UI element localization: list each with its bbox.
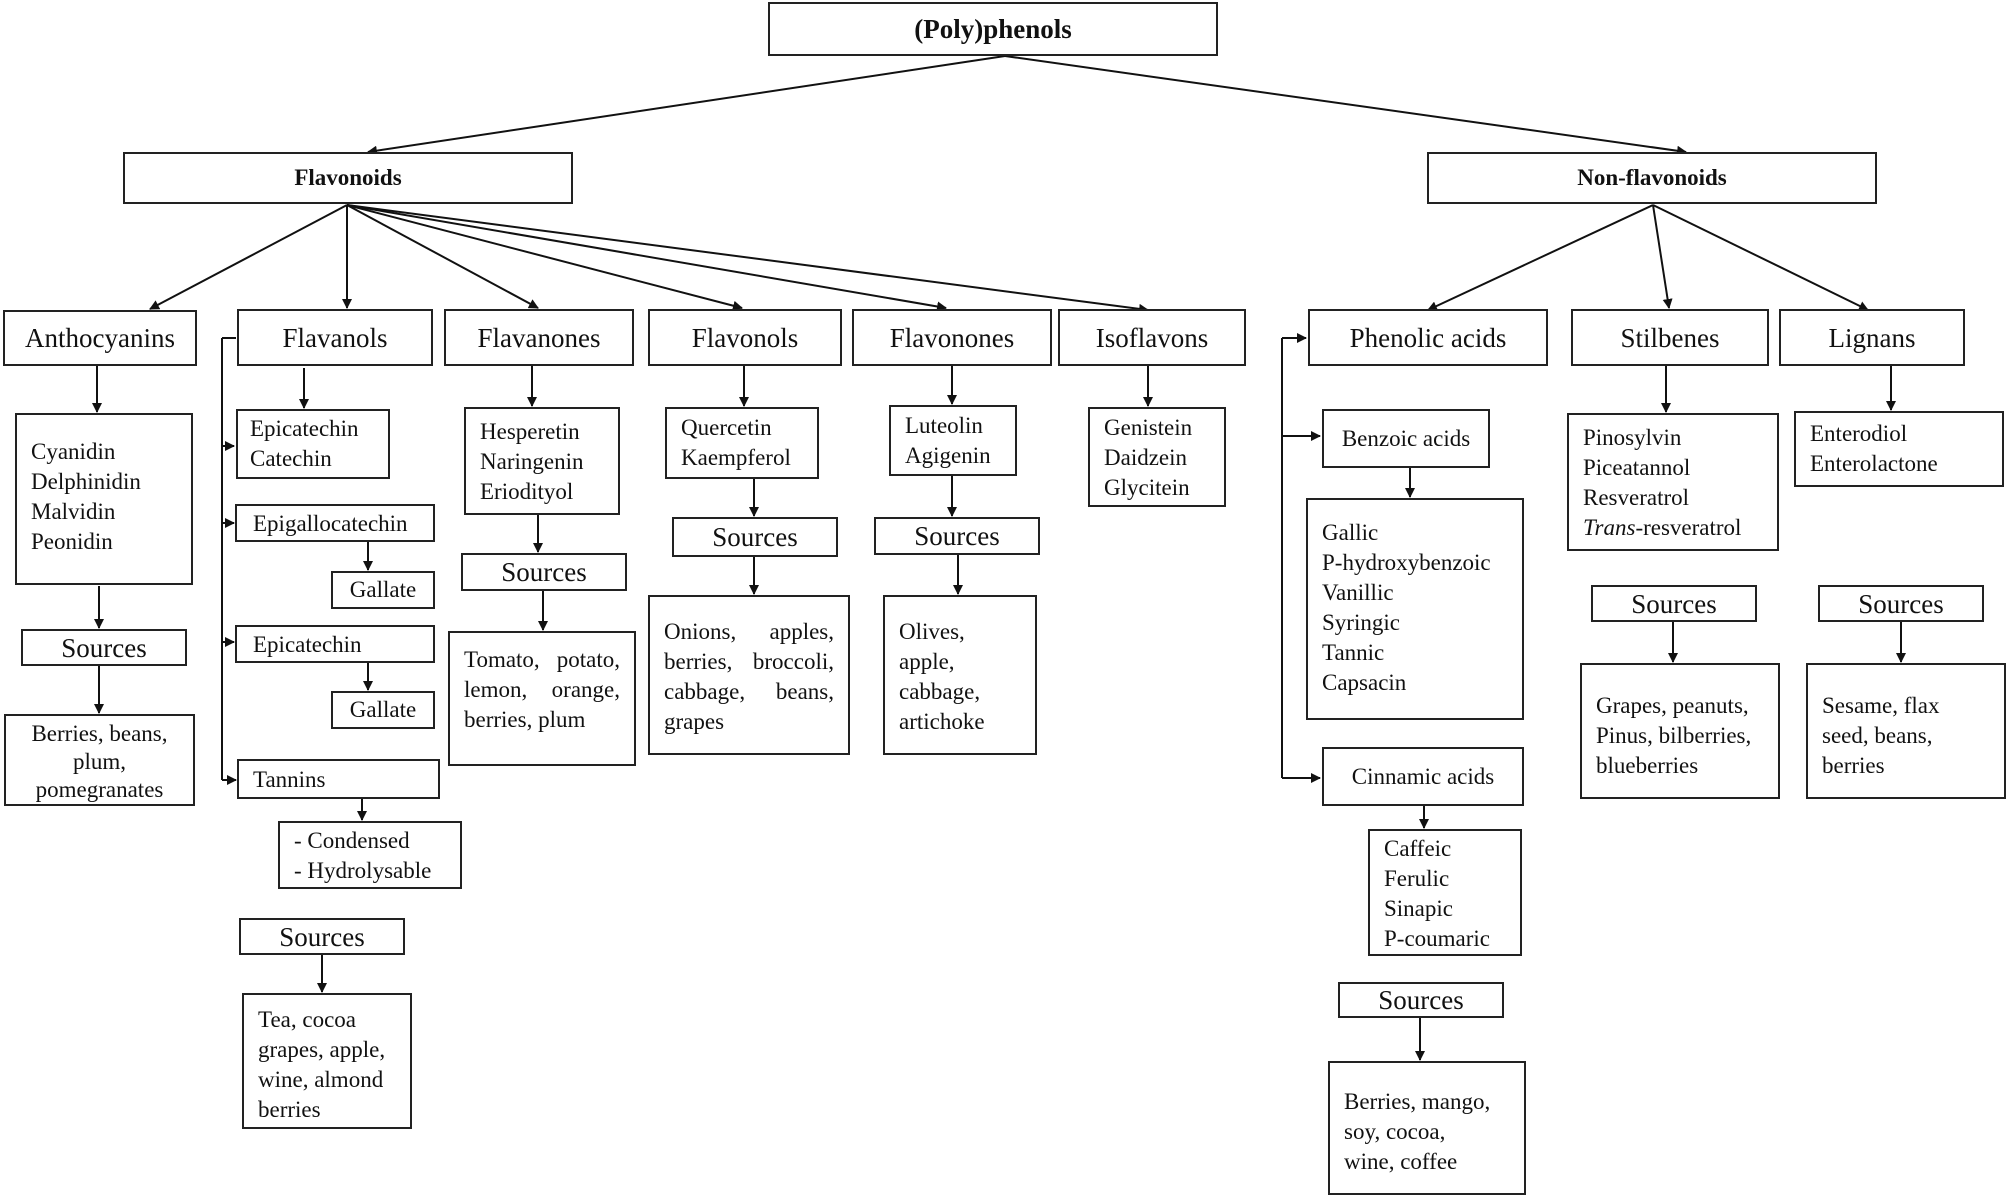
tannins-text: Tannins [253, 767, 326, 792]
isoflavons-node: Isoflavons [1058, 309, 1246, 366]
benzoic-acids-label: Benzoic acids [1341, 425, 1471, 451]
lignans-sources: Sesame, flax seed, beans, berries [1806, 663, 2006, 799]
flavonols-compounds: Quercetin Kaempferol [665, 407, 819, 479]
epicatechin-catechin: Epicatechin Catechin [236, 409, 390, 479]
benzoic-compounds: Gallic P-hydroxybenzoic Vanillic Syringi… [1306, 498, 1524, 720]
lignans-sources-label-text: Sources [1858, 588, 1944, 619]
flavanols-sources: Tea, cocoa grapes, apple, wine, almond b… [242, 993, 412, 1129]
flavonones-sources-label-text: Sources [914, 521, 1000, 551]
flavonols-sources: Onions, apples, berries, broccoli, cabba… [648, 595, 850, 755]
flavonols-node: Flavonols [648, 309, 842, 366]
lignans-sources-text: Sesame, flax seed, beans, berries [1822, 693, 1940, 778]
cinnamic-acids-node: Cinnamic acids [1322, 747, 1524, 806]
anthocyanins-sources: Berries, beans, plum, pomegranates [4, 714, 195, 806]
trans-prefix: Trans [1583, 515, 1636, 540]
flavanols-node: Flavanols [237, 309, 433, 366]
anthocyanins-compounds-text: Cyanidin Delphinidin Malvidin Peonidin [31, 439, 141, 554]
flavonoids-label: Flavonoids [294, 165, 402, 190]
phenolic-sources-label: Sources [1338, 982, 1504, 1018]
flavanols-sources-text: Tea, cocoa grapes, apple, wine, almond b… [258, 1007, 386, 1122]
stilbenes-sources-label-text: Sources [1631, 588, 1717, 619]
stilbenes-compounds-text: Pinosylvin Piceatannol Resveratrol [1583, 425, 1691, 510]
phenolic-acids-label: Phenolic acids [1349, 322, 1507, 353]
flavanols-sources-label: Sources [239, 918, 405, 955]
flavanols-sources-label-text: Sources [279, 921, 365, 952]
flavanones-sources: Tomato, potato, lemon, orange, berries, … [448, 631, 636, 766]
flavanols-label: Flavanols [282, 322, 388, 353]
anthocyanins-sources-label-text: Sources [61, 632, 147, 663]
lignans-compounds: Enterodiol Enterolactone [1794, 411, 2004, 487]
stilbenes-node: Stilbenes [1571, 309, 1769, 366]
flavonols-sources-text: Onions, apples, berries, broccoli, cabba… [664, 619, 834, 734]
cinnamic-acids-label: Cinnamic acids [1351, 763, 1495, 789]
trans-suffix: -resveratrol [1635, 515, 1742, 540]
flavonones-sources-label: Sources [874, 517, 1040, 555]
benzoic-acids-node: Benzoic acids [1322, 409, 1490, 468]
isoflavons-compounds: Genistein Daidzein Glycitein [1088, 407, 1226, 507]
stilbenes-sources: Grapes, peanuts, Pinus, bilberries, blue… [1580, 663, 1780, 799]
flavanones-label: Flavanones [477, 322, 601, 353]
flavanones-sources-label-text: Sources [501, 557, 587, 587]
flavanones-compounds: Hesperetin Naringenin Eriodityol [464, 407, 620, 515]
flavonols-label: Flavonols [691, 322, 799, 353]
anthocyanins-sources-label: Sources [21, 629, 187, 666]
benzoic-compounds-text: Gallic P-hydroxybenzoic Vanillic Syringi… [1322, 520, 1491, 695]
flavonols-sources-label-text: Sources [712, 522, 798, 552]
lignans-compounds-text: Enterodiol Enterolactone [1810, 421, 1938, 476]
flavonones-compounds-text: Luteolin Agigenin [905, 413, 991, 468]
cinnamic-compounds: Caffeic Ferulic Sinapic P-coumaric [1368, 829, 1522, 956]
stilbenes-sources-label: Sources [1591, 585, 1757, 622]
anthocyanins-sources-text: Berries, beans, plum, pomegranates [31, 721, 168, 802]
flavonones-compounds: Luteolin Agigenin [889, 405, 1017, 476]
isoflavons-compounds-text: Genistein Daidzein Glycitein [1104, 415, 1193, 500]
flavanones-compounds-text: Hesperetin Naringenin Eriodityol [480, 419, 584, 504]
anthocyanins-compounds: Cyanidin Delphinidin Malvidin Peonidin [15, 413, 193, 585]
lignans-node: Lignans [1779, 309, 1965, 366]
phenolic-sources: Berries, mango, soy, cocoa, wine, coffee [1328, 1061, 1526, 1195]
flavonoids-node: Flavonoids [123, 152, 573, 204]
gallate-2-text: Gallate [349, 697, 417, 722]
flavonones-sources-text: Olives, apple, cabbage, artichoke [899, 619, 985, 734]
phenolic-sources-text: Berries, mango, soy, cocoa, wine, coffee [1344, 1089, 1491, 1174]
flavonols-sources-label: Sources [672, 517, 838, 557]
root-label: (Poly)phenols [914, 14, 1072, 44]
anthocyanins-label: Anthocyanins [25, 323, 175, 353]
flavonones-sources: Olives, apple, cabbage, artichoke [883, 595, 1037, 755]
root-node: (Poly)phenols [768, 2, 1218, 56]
gallate-1: Gallate [331, 571, 435, 609]
non-flavonoids-node: Non-flavonoids [1427, 152, 1877, 204]
flavanones-sources-text: Tomato, potato, lemon, orange, berries, … [464, 647, 620, 732]
lignans-label: Lignans [1828, 322, 1916, 353]
flavonols-compounds-text: Quercetin Kaempferol [681, 415, 791, 470]
tannin-types: - Condensed - Hydrolysable [278, 821, 462, 889]
isoflavons-label: Isoflavons [1095, 322, 1209, 353]
epigallocatechin: Epigallocatechin [235, 504, 435, 542]
epicatechin: Epicatechin [235, 625, 435, 663]
flavonones-node: Flavonones [852, 309, 1052, 366]
epigallocatechin-text: Epigallocatechin [253, 511, 408, 536]
non-flavonoids-label: Non-flavonoids [1577, 165, 1727, 190]
stilbenes-sources-text: Grapes, peanuts, Pinus, bilberries, blue… [1596, 693, 1752, 778]
flavanones-sources-label: Sources [461, 553, 627, 591]
flavonones-label: Flavonones [889, 322, 1015, 353]
lignans-sources-label: Sources [1818, 585, 1984, 622]
gallate-1-text: Gallate [349, 577, 417, 602]
tannin-types-text: - Condensed - Hydrolysable [294, 828, 432, 883]
epicatechin-text: Epicatechin [253, 632, 362, 657]
phenolic-acids-node: Phenolic acids [1308, 309, 1548, 366]
stilbenes-label: Stilbenes [1620, 322, 1720, 353]
trans-resveratrol: Trans-resveratrol [1583, 513, 1763, 543]
epicatechin-catechin-text: Epicatechin Catechin [250, 416, 359, 471]
phenolic-sources-label-text: Sources [1378, 985, 1464, 1015]
tannins: Tannins [237, 759, 440, 799]
cinnamic-compounds-text: Caffeic Ferulic Sinapic P-coumaric [1384, 836, 1491, 951]
anthocyanins-node: Anthocyanins [3, 310, 197, 366]
gallate-2: Gallate [331, 691, 435, 729]
flavanones-node: Flavanones [444, 309, 634, 366]
